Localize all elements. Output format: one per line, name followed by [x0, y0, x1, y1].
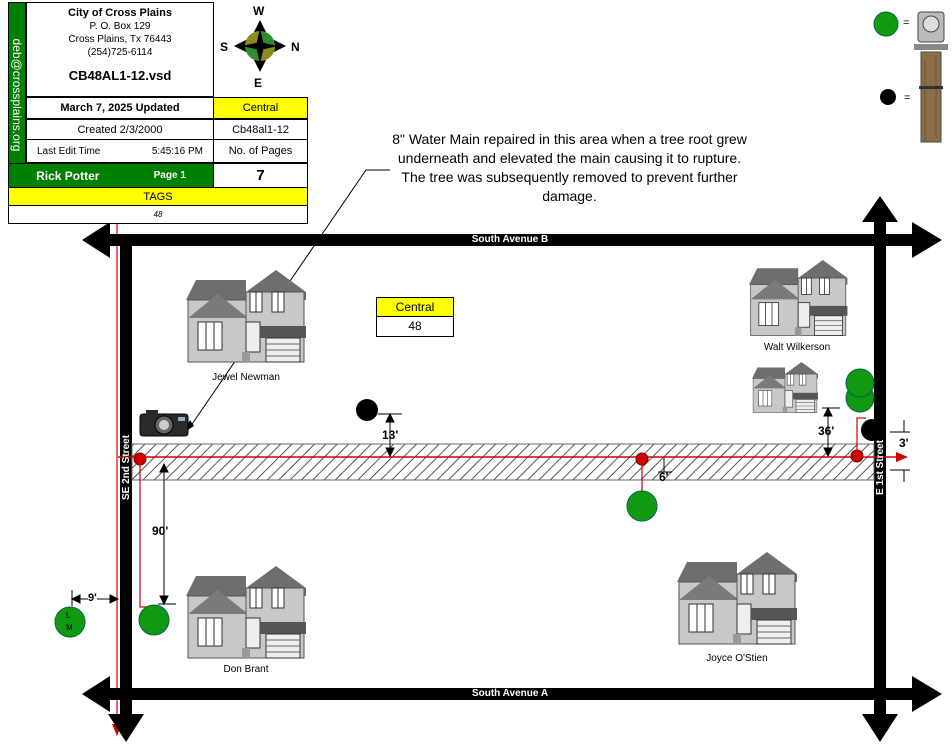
- page-label: Page 1: [153, 170, 186, 181]
- last-edit-label: Last Edit Time: [37, 145, 101, 157]
- tags-label-cell: TAGS: [8, 187, 308, 206]
- legend-meter-icon: [914, 11, 948, 50]
- last-edit-cell: Last Edit Time 5:45:16 PM: [26, 139, 214, 163]
- tree-don-brant: [138, 604, 170, 636]
- water-main-arrow: [896, 452, 908, 462]
- legend-tree-symbol: [873, 11, 899, 37]
- org-phone: (254)725-6114: [87, 47, 153, 58]
- title-block: deb@crossplains.org City of Cross Plains…: [8, 2, 308, 224]
- road-south-avenue-a: [82, 676, 942, 712]
- compass-east-label: E: [254, 76, 263, 90]
- updated-cell: March 7, 2025 Updated: [26, 97, 214, 119]
- street-label-se-2nd: SE 2nd Street: [121, 434, 132, 500]
- road-south-avenue-b: [82, 222, 942, 258]
- tree-joyce: [626, 490, 658, 522]
- house-walt-wilkerson: [748, 259, 848, 336]
- org-header: City of Cross Plains P. O. Box 129 Cross…: [26, 2, 214, 97]
- resident-jewel-newman: Jewel Newman: [212, 372, 280, 383]
- resident-don-brant: Don Brant: [223, 664, 269, 675]
- created-cell: Created 2/3/2000: [26, 119, 214, 140]
- dim-13-ft: 13': [382, 428, 399, 442]
- house-jewel-newman: [185, 269, 307, 363]
- tags-value-cell: 48: [8, 205, 308, 224]
- region-cell: Central: [213, 97, 308, 119]
- road-e-1st-street: [862, 196, 898, 742]
- street-label-south-avenue-b: South Avenue B: [471, 234, 549, 245]
- resident-walt-wilkerson: Walt Wilkerson: [763, 342, 831, 353]
- dim-90-ft: 90': [152, 524, 169, 538]
- area-number: 48: [376, 317, 454, 337]
- water-main-corridor: [131, 443, 875, 481]
- pages-count-cell: 7: [213, 163, 308, 188]
- pole-east: [861, 419, 883, 441]
- house-don-brant: [185, 565, 307, 659]
- org-address-1: P. O. Box 129: [89, 21, 151, 32]
- org-address-2: Cross Plains, Tx 76443: [68, 34, 172, 45]
- compass-north-label: N: [291, 40, 300, 54]
- road-se-2nd-street: [108, 240, 144, 742]
- org-name: City of Cross Plains: [68, 7, 172, 19]
- street-label-south-avenue-a: South Avenue A: [471, 688, 549, 699]
- author-cell: Rick Potter Page 1: [8, 163, 214, 188]
- author-name: Rick Potter: [36, 168, 100, 183]
- resident-joyce-ostien: Joyce O'Stien: [706, 653, 768, 664]
- legend-tree-equals: =: [903, 17, 910, 29]
- meter-label-l: L: [66, 611, 71, 620]
- compass-west-label: W: [253, 4, 265, 18]
- last-edit-time: 5:45:16 PM: [151, 145, 203, 157]
- dim-3-ft: 3': [899, 436, 909, 450]
- tree-walt-upper: [845, 368, 875, 398]
- email-strip: deb@crossplains.org: [8, 2, 26, 188]
- legend-pole-icon: [919, 51, 943, 143]
- repair-note: 8" Water Main repaired in this area when…: [392, 131, 747, 204]
- service-tap-east: [850, 417, 866, 463]
- compass-rose: [234, 20, 286, 72]
- compass-south-label: S: [220, 40, 229, 54]
- house-walt-small: [751, 361, 819, 413]
- file-name: CB48AL1-12.vsd: [68, 68, 172, 83]
- dim-6-ft: 6': [659, 470, 669, 484]
- meter-symbol: [54, 606, 86, 638]
- legend-pole-equals: =: [904, 92, 911, 104]
- area-box: Central 48: [376, 297, 454, 337]
- map-code-cell: Cb48al1-12: [213, 119, 308, 140]
- legend-pole-symbol: [880, 89, 896, 105]
- dim-36-ft: 36': [818, 424, 835, 438]
- house-joyce-ostien: [676, 551, 798, 645]
- service-tap-middle: [635, 452, 649, 494]
- pages-label-cell: No. of Pages: [213, 139, 308, 163]
- street-label-e-1st: E 1st Street: [875, 439, 886, 495]
- pole-north-middle: [356, 399, 378, 421]
- camera-icon[interactable]: [139, 410, 189, 437]
- dim-9-ft: 9': [88, 592, 97, 604]
- area-region: Central: [376, 297, 454, 317]
- email-text: deb@crossplains.org: [10, 38, 24, 152]
- meter-label-m: M: [66, 623, 73, 632]
